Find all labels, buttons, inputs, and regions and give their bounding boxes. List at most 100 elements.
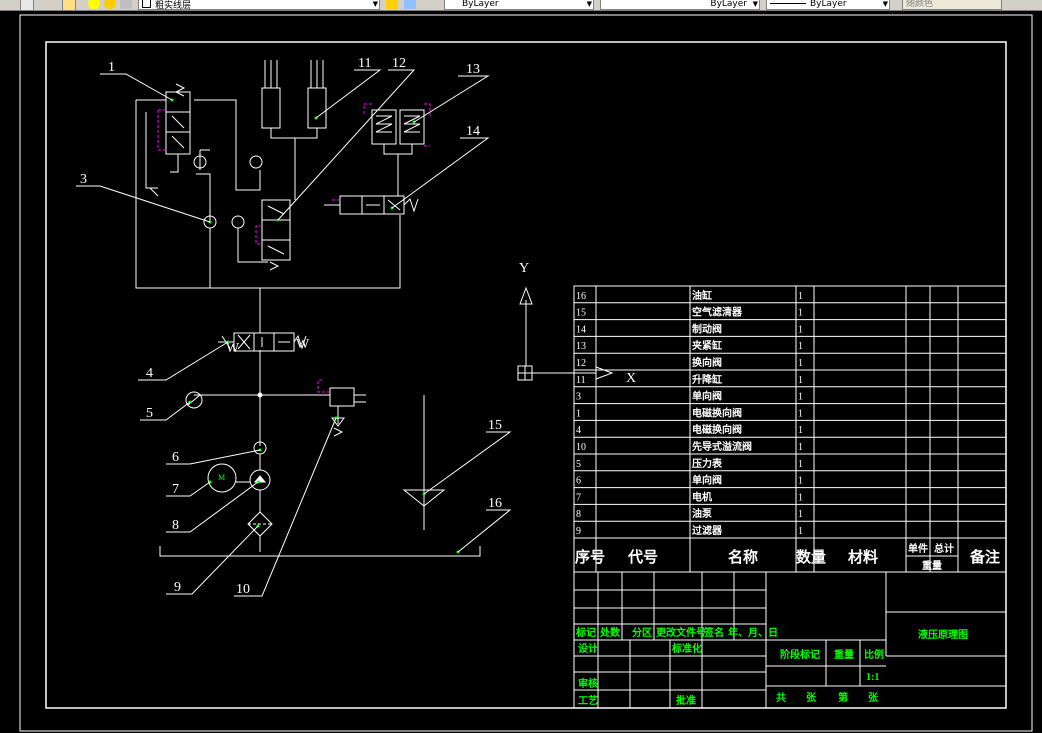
tb-sheets: 张 [806,691,817,704]
hdr-total: 总计 [934,542,954,555]
chevron-down-icon: ▼ [586,0,592,8]
parts-row-qty: 1 [798,526,803,537]
lineweight-sample-icon [770,3,806,4]
parts-row-seq: 5 [576,459,581,470]
valve-12 [261,199,291,261]
chevron-down-icon: ▼ [372,0,378,8]
hdr-single: 单件 [908,542,928,555]
layer-dropdown[interactable]: 粗实线层 ▼ [138,0,380,10]
tb-weight: 重量 [834,648,854,661]
parts-list-table [573,285,1007,573]
layer-name: 粗实线层 [155,1,192,10]
cylinder-11b [307,87,327,129]
tb-mark: 标记 [575,626,596,639]
parts-row-qty: 1 [798,459,803,470]
parts-row-name: 压力表 [692,457,723,470]
parts-row-qty: 1 [798,442,803,453]
parts-row-qty: 1 [798,392,803,403]
lock-icon[interactable] [120,0,132,9]
tb-scale-value: 1:1 [866,672,879,683]
tb-page-sheets: 张 [868,691,879,704]
parts-row-name: 升降缸 [692,373,722,386]
parts-row-qty: 1 [798,476,803,487]
parts-row-name: 油泵 [692,507,713,520]
lightbulb-icon[interactable] [88,0,100,9]
parts-row-seq: 3 [576,392,581,403]
parts-row-seq: 8 [576,509,581,520]
callout-12: 12 [392,56,406,71]
tb-design: 设计 [578,642,598,655]
callout-6: 6 [172,450,179,465]
hdr-seq: 序号 [575,548,605,566]
callout-4: 4 [146,366,153,381]
callout-13: 13 [466,62,480,77]
chevron-down-icon: ▼ [752,0,758,8]
callout-10: 10 [236,582,250,597]
parts-row-qty: 1 [798,341,803,352]
parts-row-seq: 11 [576,375,586,386]
spring-letter: W [296,337,310,352]
layer-manager-icon[interactable] [62,0,76,10]
parts-row-seq: 15 [576,308,586,319]
markers [170,98,460,554]
tb-count: 处数 [599,626,621,639]
parts-row-name: 单向阀 [692,390,722,403]
color-control-value: ByLayer [462,0,499,9]
hdr-name: 名称 [728,548,758,566]
parts-row-name: 夹紧缸 [692,339,722,352]
leader-lines [76,69,512,597]
linetype-control-value: ByLayer [710,0,747,9]
relief-valve-10 [329,387,355,407]
hdr-material: 材料 [848,548,878,566]
parts-row-seq: 10 [576,442,586,453]
parts-row-seq: 4 [576,425,581,436]
drawing-title: 液压原理图 [918,628,968,641]
make-current-layer-icon[interactable] [386,0,398,9]
parts-row-seq: 6 [576,476,581,487]
callout-5: 5 [146,406,153,421]
cylinder-11a [261,87,281,129]
callout-7: 7 [172,482,179,497]
callout-16: 16 [488,496,502,511]
tb-review: 审核 [578,677,598,690]
tb-change-doc: 更改文件号 [656,626,706,639]
drawing-canvas[interactable]: M W W 1 11 12 13 3 14 4 5 6 7 8 9 10 15 … [0,10,1042,733]
chevron-down-icon: ▼ [882,0,888,8]
linetype-control-dropdown[interactable]: ByLayer ▼ [600,0,760,10]
sun-icon[interactable] [104,0,116,9]
parts-row-seq: 12 [576,358,586,369]
pressure-gauge-5 [185,391,203,409]
parts-row-name: 先导式溢流阀 [692,440,752,453]
parts-row-name: 换向阀 [692,356,722,369]
plotstyle-control-dropdown[interactable]: 随颜色 [902,0,1002,10]
tank-16 [159,546,481,557]
parts-row-qty: 1 [798,408,803,419]
hdr-code: 代号 [627,548,658,566]
callout-14: 14 [466,124,480,139]
parts-row-seq: 13 [576,341,586,352]
parts-row-qty: 1 [798,425,803,436]
color-control-dropdown[interactable]: ByLayer ▼ [444,0,594,10]
parts-row-qty: 1 [798,308,803,319]
tb-page: 第 [838,691,848,704]
layer-previous-icon[interactable] [404,0,416,9]
tb-process: 工艺 [578,694,598,707]
hdr-qty: 数量 [796,548,826,566]
parts-row-name: 制动阀 [692,322,722,335]
lineweight-control-dropdown[interactable]: ByLayer ▼ [766,0,890,10]
layer-color-swatch [142,0,151,8]
parts-row-seq: 16 [576,291,586,302]
tb-zone: 分区 [632,626,652,639]
plotstyle-control-value: 随颜色 [906,0,934,9]
solenoid-dashes [157,103,431,393]
callout-3: 3 [80,172,87,187]
parts-row-name: 电机 [692,490,712,503]
parts-row-name: 过滤器 [692,524,723,537]
layer-state-icon[interactable] [20,0,34,10]
title-block-labels: 标记 处数 分区 更改文件号 签名 年、月、日 设计 标准化 审核 工艺 批准 … [575,626,968,707]
tb-date: 年、月、日 [728,626,778,639]
callout-11: 11 [358,56,371,71]
callout-labels: 1 11 12 13 3 14 4 5 6 7 8 9 10 15 16 Y X [80,56,636,597]
valve-1 [165,91,191,155]
